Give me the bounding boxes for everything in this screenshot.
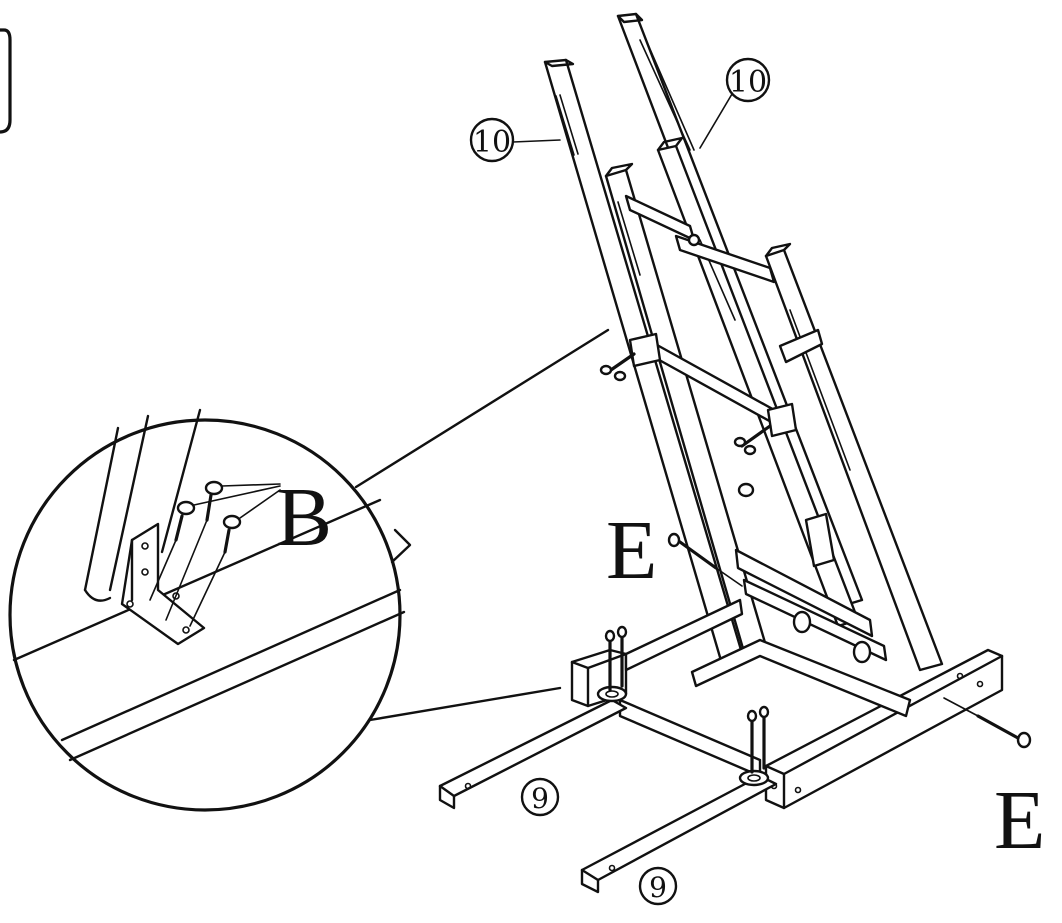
knob-middle bbox=[733, 402, 798, 456]
leg-bracket-left bbox=[596, 625, 628, 703]
svg-text:10: 10 bbox=[729, 65, 767, 100]
detail-lead-line-upper bbox=[354, 328, 610, 489]
detail-bracket bbox=[120, 522, 206, 646]
base-back-rail bbox=[624, 598, 744, 672]
bolt-2 bbox=[165, 480, 224, 621]
knob-small bbox=[737, 482, 755, 498]
detail-zoom-circle: B bbox=[8, 328, 610, 812]
ratchet-block bbox=[804, 512, 836, 568]
frame-crossbars bbox=[624, 194, 888, 662]
detail-lead-line-lower bbox=[368, 686, 562, 722]
base-front-rail bbox=[764, 648, 1004, 810]
pin-label-e-right: E bbox=[994, 774, 1045, 867]
pin-label-e-left: E bbox=[606, 504, 657, 597]
knob-top bbox=[687, 233, 701, 247]
leg-right bbox=[580, 774, 778, 894]
callout-leg-left: 9 bbox=[520, 777, 560, 817]
svg-text:10: 10 bbox=[473, 125, 511, 160]
detail-bolts bbox=[149, 480, 281, 627]
base-inner-rail bbox=[618, 698, 762, 778]
callout-upright-right: 10 bbox=[699, 57, 771, 149]
knob-upper bbox=[599, 332, 662, 382]
base-frame bbox=[570, 598, 1004, 810]
callout-leg-right: 9 bbox=[638, 866, 678, 906]
svg-text:9: 9 bbox=[531, 782, 549, 815]
leg-bracket-right bbox=[738, 705, 770, 787]
detail-lead-break bbox=[390, 528, 412, 564]
detail-upright bbox=[83, 408, 202, 602]
leg-left bbox=[438, 698, 628, 810]
bolt-1 bbox=[149, 500, 196, 601]
frame-knobs bbox=[599, 233, 872, 664]
page-frame-fragment bbox=[0, 28, 12, 134]
pin-right bbox=[943, 697, 1032, 749]
pin-left bbox=[667, 532, 743, 587]
svg-text:9: 9 bbox=[649, 871, 667, 904]
bolt-3 bbox=[189, 514, 242, 627]
detail-rail bbox=[12, 498, 406, 762]
callout-upright-left: 10 bbox=[469, 117, 561, 163]
bolt-label-b: B bbox=[276, 471, 332, 564]
